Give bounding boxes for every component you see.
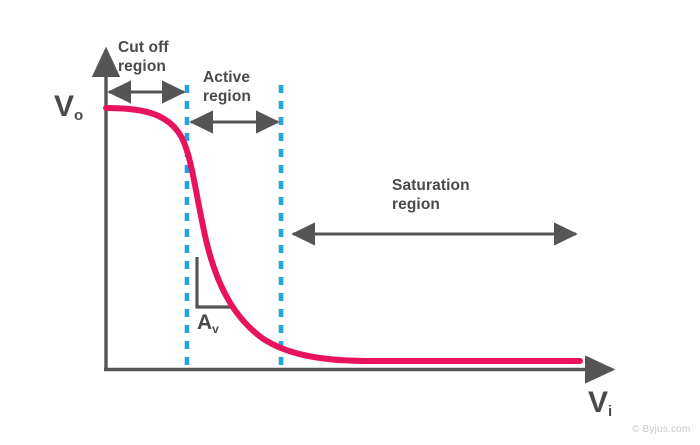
x-axis-label-main: V	[588, 386, 609, 419]
gain-label-subscript: v	[212, 322, 219, 337]
gain-corner-marker	[195, 257, 232, 309]
x-axis-label: Vi	[588, 386, 613, 421]
y-axis-label-subscript: o	[74, 107, 84, 125]
active-region-label: Active region	[203, 69, 251, 105]
watermark: © Byjus.com	[632, 424, 691, 435]
x-axis-label-subscript: i	[608, 403, 613, 421]
transfer-characteristic-curve	[103, 105, 583, 364]
cutoff-region-label: Cut off region	[118, 39, 169, 75]
y-axis-label-main: V	[54, 90, 75, 123]
saturation-region-label: Saturation region	[392, 177, 470, 213]
y-axis-label: Vo	[54, 90, 84, 125]
gain-label: Av	[197, 311, 219, 336]
gain-label-main: A	[197, 311, 213, 334]
